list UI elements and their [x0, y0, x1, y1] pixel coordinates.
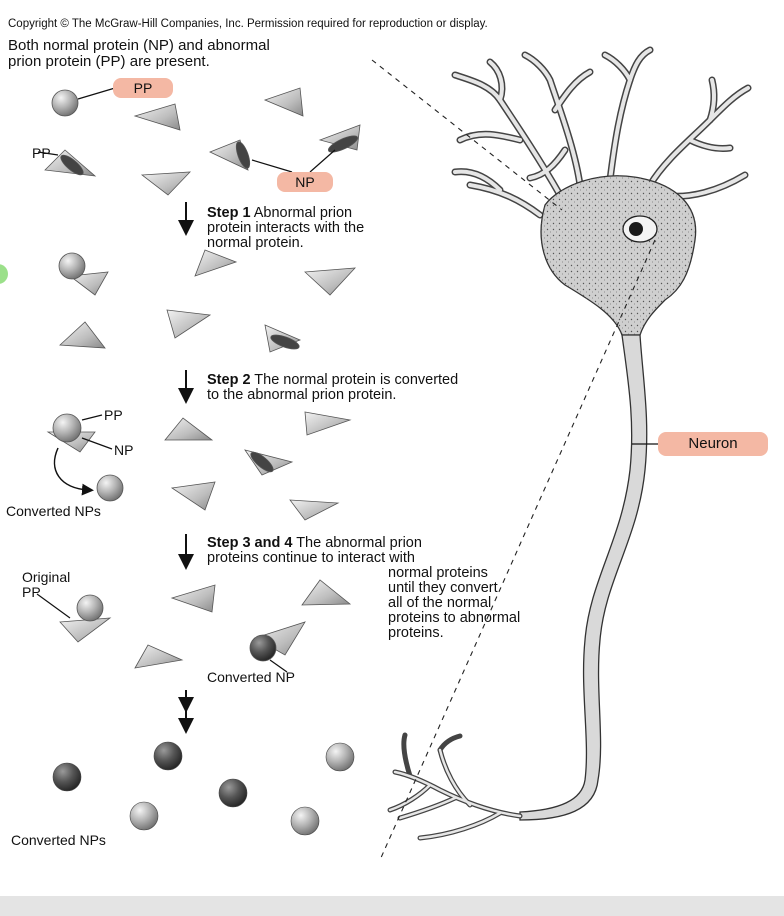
section4-proteins [36, 579, 352, 673]
step2-body: The normal protein is converted to the a… [207, 372, 459, 403]
step1-body: Abnormal prion protein interacts with th… [207, 205, 365, 251]
step2-head: Step 2 [207, 372, 251, 388]
dashed-guides [371, 59, 656, 861]
neuron-illustration [387, 46, 752, 841]
bottom-strip [0, 896, 784, 916]
green-marker [0, 264, 8, 284]
converted-np-label: Converted NP [207, 669, 295, 685]
axon [519, 334, 648, 821]
step3-text: Step 3 and 4 The abnormal prion proteins… [207, 536, 422, 566]
np-label-step2: NP [114, 442, 134, 458]
neuron-tag: Neuron [658, 432, 768, 456]
step3-continuation: normal proteins until they convert all o… [388, 565, 521, 641]
section2-proteins [58, 249, 356, 353]
step3-head: Step 3 and 4 [207, 535, 293, 551]
section5-converted [52, 741, 355, 836]
step3-body: The abnormal prion proteins continue to … [207, 535, 422, 566]
intro-text: Both normal protein (NP) and abnormal pr… [8, 37, 270, 70]
pp-label-step2: PP [104, 407, 123, 423]
pp-tag: PP [113, 78, 173, 98]
pp-label-left: PP [32, 145, 51, 161]
copyright-notice: Copyright © The McGraw-Hill Companies, I… [8, 18, 488, 30]
nucleolus [629, 222, 643, 236]
step1-head: Step 1 [207, 205, 251, 221]
step1-text: Step 1 Abnormal prion protein interacts … [207, 206, 364, 251]
converted-nps-label-2: Converted NPs [11, 832, 106, 848]
section1-proteins [37, 87, 361, 196]
original-pp-label: Original PP [22, 569, 71, 600]
np-tag: NP [277, 172, 333, 192]
step2-text: Step 2 The normal protein is converted t… [207, 373, 458, 403]
section3-proteins [46, 411, 352, 521]
converted-nps-label-1: Converted NPs [6, 503, 101, 519]
